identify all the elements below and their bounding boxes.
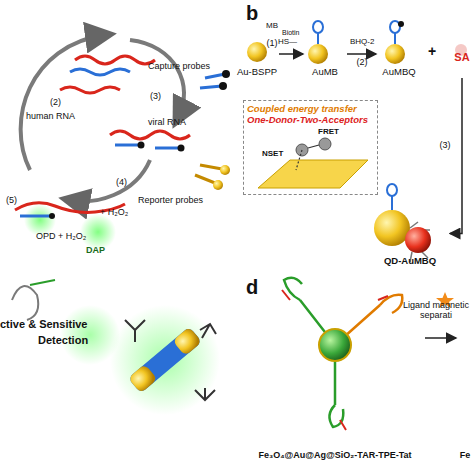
particle-node: SA [450,36,474,78]
annotation-text: Reporter probes [138,196,203,206]
annotation-text: d [246,276,258,298]
annotation-text: (3) [150,92,161,102]
reaction-arrow [425,337,456,339]
particle-node: Fe₃O₄@Au@Ag@SiO₂-TAR-TPE-Tat [245,270,425,460]
annotation-text: HS— [278,38,297,47]
particle-node: Coupled energy transferOne-Donor-Two-Acc… [243,100,378,195]
annotation-text: Detection [38,334,88,346]
node-label: Au-BSPP [237,67,277,78]
node-label: One-Donor-Two-Acceptors [247,115,368,126]
annotation-text: human RNA [26,112,75,122]
annotation-text: NSET [262,150,283,159]
annotation-text: DAP [86,246,105,256]
annotation-text: Biotin [282,29,300,37]
node-label: Coupled energy transfer [247,104,357,115]
annotation-text: Capture probes [148,62,210,72]
reaction-arrow [450,78,462,234]
annotation-text: + H₂O₂ [100,208,128,218]
annotation-text: MB [266,22,278,31]
step-label: (1) [264,38,280,48]
node-label: Fe [460,450,471,460]
node-label: Fe₃O₄@Au@Ag@SiO₂-TAR-TPE-Tat [259,450,412,460]
annotation-text: + [428,44,436,59]
reaction-arrow [279,53,303,55]
annotation-text: (4) [116,178,127,188]
step-label: (3) [436,140,454,150]
step-label: (2) [352,57,372,67]
node-label: SA [454,51,469,64]
particle-node: AuMBQ [376,36,422,78]
annotation-text: ctive & Sensitive [0,318,87,330]
node-label: AuMBQ [382,67,415,78]
particle-node: Fe [456,290,474,460]
annotation-text: FRET [318,128,339,137]
step-label: Ligand magnetic separati [400,300,472,321]
reaction-arrow [347,53,376,55]
particle-node: QD-AuMBQ [370,200,450,267]
node-label: QD-AuMBQ [384,256,436,267]
particle-node: AuMB [303,36,347,78]
annotation-text: OPD + H₂O₂ [36,232,86,242]
annotation-text: BHQ-2 [350,38,374,47]
annotation-text: viral RNA [148,118,186,128]
annotation-text: (2) [50,98,61,108]
annotation-text: b [246,2,258,24]
annotation-text: (5) [6,196,17,206]
node-label: AuMB [312,67,338,78]
